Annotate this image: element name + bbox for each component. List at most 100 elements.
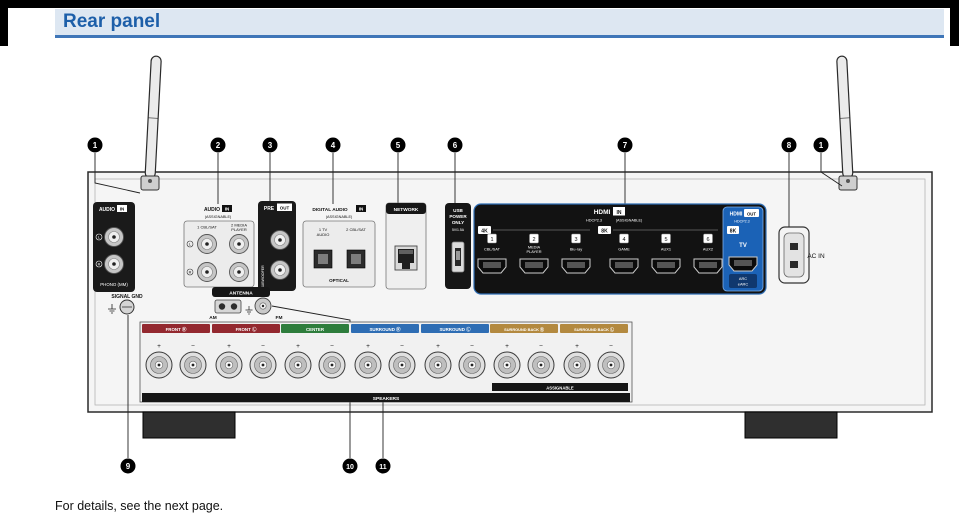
antenna-label: ANTENNA	[229, 291, 253, 297]
phono-input-section: AUDIO IN L R PHONO (MM)	[93, 202, 135, 292]
callout-3: 3	[262, 137, 278, 153]
svg-text:−: −	[400, 343, 404, 350]
ac-in-label: AC IN	[807, 253, 825, 260]
svg-text:5: 5	[664, 237, 667, 243]
svg-text:GAME: GAME	[618, 247, 630, 252]
fm-jack	[254, 297, 272, 315]
hdmi-port-6: 6 AUX2	[693, 233, 723, 274]
audio-assignable-label: (ASSIGNABLE)	[205, 215, 232, 219]
callout-2: 2	[210, 137, 226, 153]
svg-text:2: 2	[216, 141, 221, 150]
svg-text:4: 4	[622, 237, 625, 243]
speaker-polarity-marks: +− +− +− +− +− +− +−	[157, 343, 613, 350]
callout-leader-lines	[94, 153, 843, 458]
hdmi-port-3: 3 Blu-ray	[561, 233, 591, 274]
hdmi-4k-badge: 4K	[481, 228, 488, 234]
network-section: NETWORK	[385, 202, 427, 290]
callout-11: 11	[375, 458, 391, 474]
hdmi-out-connector	[728, 256, 758, 272]
svg-text:7: 7	[623, 141, 628, 150]
svg-text:+: +	[575, 343, 579, 350]
digital-in1-label2: AUDIO	[317, 232, 330, 237]
hdmi-out-label: HDMI	[730, 212, 743, 218]
svg-text:6: 6	[706, 237, 709, 243]
audio-in-label: AUDIO	[204, 207, 220, 213]
svg-text:2: 2	[532, 237, 535, 243]
phono-r-label: R	[98, 263, 101, 267]
svg-text:−: −	[609, 343, 613, 350]
audio-l-label: L	[189, 243, 191, 247]
arc-label: ARC	[739, 276, 747, 281]
optical-port-2	[346, 249, 366, 269]
svg-text:−: −	[330, 343, 334, 350]
hdmi-connector-4	[609, 258, 639, 274]
audio-in2-l-jack	[229, 234, 249, 254]
pre-out-badge: OUT	[280, 206, 290, 211]
svg-text:Blu-ray: Blu-ray	[570, 247, 582, 252]
signal-gnd-label: SIGNAL GND	[111, 294, 143, 300]
hdmi-out-tv-label: TV	[739, 243, 747, 249]
svg-text:+: +	[366, 343, 370, 350]
earc-label: eARC	[738, 282, 749, 287]
callout-7: 7	[617, 137, 633, 153]
hdmi-connector-5	[651, 258, 681, 274]
hdmi-port-2: 2 MEDIA PLAYER	[519, 233, 549, 274]
hdmi-out-section: HDMI OUT HDCP2.3 8K TV ARC eARC	[722, 206, 764, 292]
pre-out-section: PRE OUT SUBWOOFER	[258, 201, 296, 291]
callout-1-left: 1	[87, 137, 103, 153]
usb-label: USB	[453, 208, 463, 213]
hdmi-connector-6	[693, 258, 723, 274]
hdmi-assignable-label: (ASSIGNABLE)	[616, 219, 643, 223]
svg-text:10: 10	[346, 464, 354, 471]
audio-in1-r-jack	[197, 262, 217, 282]
svg-text:3: 3	[574, 237, 577, 243]
hdmi-out-badge: OUT	[747, 211, 756, 216]
foot-left	[142, 411, 236, 439]
speaker-terminal-section: FRONT Ⓡ FRONT Ⓛ CENTER SURROUND Ⓡ SURROU…	[139, 321, 633, 403]
phono-in-badge: IN	[120, 207, 125, 212]
speaker-label-surround-l: SURROUND Ⓛ	[440, 326, 472, 333]
audio-in-badge: IN	[225, 207, 230, 212]
hdmi-hdcp-label: HDCP2.3	[586, 219, 602, 223]
digital-audio-section: DIGITAL AUDIO IN (ASSIGNABLE) 1 TV AUDIO…	[302, 205, 376, 288]
svg-text:MEDIA: MEDIA	[528, 245, 541, 250]
section-header: Rear panel	[55, 9, 944, 38]
assignable-strip-label: ASSIGNABLE	[546, 385, 574, 390]
hdmi-out-8k-badge: 8K	[730, 228, 737, 234]
page-left-border	[0, 0, 8, 46]
ac-inlet-section: AC IN	[778, 226, 825, 284]
svg-text:−: −	[470, 343, 474, 350]
hdmi-section: HDMI IN HDCP2.3 (ASSIGNABLE) 4K 8K 1 CBL…	[473, 203, 767, 295]
analog-audio-section: AUDIO IN (ASSIGNABLE) 1 CBL/SAT 2 MEDIA …	[183, 205, 255, 288]
svg-text:PLAYER: PLAYER	[526, 249, 541, 254]
signal-gnd-section: SIGNAL GND	[108, 294, 143, 315]
ethernet-port	[394, 245, 418, 271]
svg-text:+: +	[505, 343, 509, 350]
digital-in-badge: IN	[359, 207, 364, 212]
callout-5: 5	[390, 137, 406, 153]
usb-only-label: ONLY	[452, 220, 464, 225]
subwoofer2-jack	[270, 260, 290, 280]
usb-rating-label: 5V/1.5A	[452, 228, 465, 232]
svg-text:11: 11	[379, 464, 387, 471]
digital-audio-label: DIGITAL AUDIO	[312, 207, 348, 213]
antenna-rod-right	[836, 55, 858, 191]
svg-text:1: 1	[819, 141, 824, 150]
digital-assignable-label: (ASSIGNABLE)	[326, 215, 353, 219]
usb-section: USB POWER ONLY 5V/1.5A	[445, 203, 471, 289]
svg-text:1: 1	[490, 237, 493, 243]
svg-text:+: +	[227, 343, 231, 350]
fm-label: FM	[276, 315, 283, 321]
svg-text:3: 3	[268, 141, 273, 150]
footer-note: For details, see the next page.	[55, 499, 224, 513]
callout-4: 4	[325, 137, 341, 153]
foot-right	[744, 411, 838, 439]
phono-l-label: L	[98, 236, 100, 240]
svg-text:−: −	[191, 343, 195, 350]
svg-text:8: 8	[787, 141, 792, 150]
hdmi-connector-2	[519, 258, 549, 274]
callout-8: 8	[781, 137, 797, 153]
callout-1-right: 1	[813, 137, 829, 153]
svg-text:CBL/SAT: CBL/SAT	[484, 247, 501, 252]
svg-text:+: +	[296, 343, 300, 350]
